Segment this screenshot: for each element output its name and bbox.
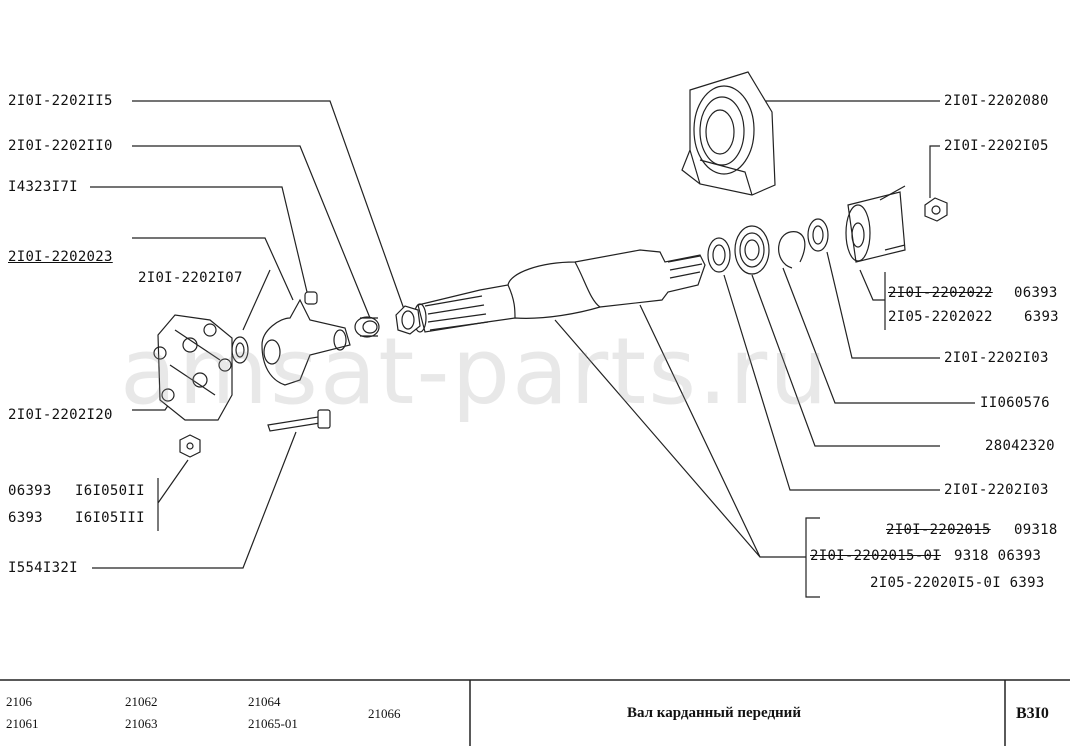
bolt [267,409,331,432]
bushing [354,316,380,338]
center-bearing [681,71,776,196]
part-label-3: I4323I7I [8,179,78,195]
diagram-title: Вал карданный передний [627,705,801,721]
nut-right [924,197,948,222]
part-label-1: 2I0I-2202II5 [8,93,113,109]
page-code: В3I0 [1016,705,1049,722]
part-label-r5: 2I0I-2202I03 [944,350,1049,366]
lock-nut [395,305,421,335]
part-label-4: 2I0I-2202023 [8,249,113,265]
footer-frame [0,679,1070,746]
part-label-r6: II060576 [980,395,1050,411]
model-21062: 21062 [125,694,158,709]
part-label-r9b: 09318 [1014,522,1058,538]
leader-lines-right [554,100,975,598]
grease-fitting [304,291,318,305]
elastic-coupling [153,314,233,421]
part-label-7b: I6I050II [75,483,145,499]
model-21066: 21066 [368,706,401,721]
part-label-8a: 6393 [8,510,43,526]
ring-right [807,218,829,252]
part-label-r3b: 06393 [1014,285,1058,301]
model-21064: 21064 [248,694,281,709]
propeller-shaft [413,249,706,333]
part-label-r9a: 2I0I-2202015 [886,522,991,538]
washer-left [231,336,249,364]
part-label-7a: 06393 [8,483,52,499]
flange-yoke-left [261,298,351,386]
part-label-6: 2I0I-2202I20 [8,407,113,423]
part-label-r4b: 6393 [1024,309,1059,325]
model-2106: 2106 [6,694,32,709]
part-label-r1: 2I0I-2202080 [944,93,1049,109]
bearing-small [734,225,770,275]
leader-lines-left [90,100,406,569]
flange-yoke-right [845,185,906,263]
model-21063: 21063 [125,716,158,731]
part-label-5: 2I0I-2202I07 [138,270,243,286]
part-label-2: 2I0I-2202II0 [8,138,113,154]
part-label-r11: 2I05-22020I5-0I 6393 [870,575,1045,591]
nut-left [179,434,201,458]
part-label-r7: 28042320 [985,438,1055,454]
part-label-8b: I6I05III [75,510,145,526]
circlip [778,231,806,269]
model-21061: 21061 [6,716,39,731]
part-label-r10a: 2I0I-2202015-0I [810,548,941,564]
model-21065-01: 21065-01 [248,716,298,731]
part-label-9: I554I32I [8,560,78,576]
part-label-r10b: 9318 06393 [954,548,1042,564]
seal-ring [707,237,731,273]
part-label-r8: 2I0I-2202I03 [944,482,1049,498]
part-label-r2: 2I0I-2202I05 [944,138,1049,154]
part-label-r4a: 2I05-2202022 [888,309,993,325]
part-label-r3a: 2I0I-2202022 [888,285,993,301]
